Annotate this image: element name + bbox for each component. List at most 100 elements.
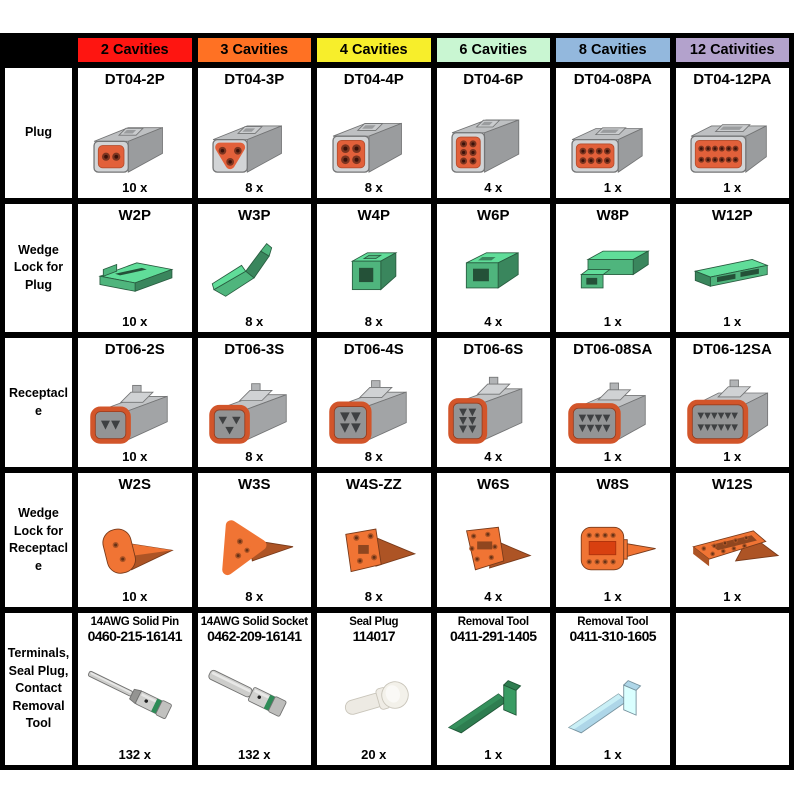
part-name: W12S <box>711 476 753 493</box>
part-name: DT04-6P <box>463 71 524 88</box>
row-label: Terminals, Seal Plug, Contact Removal To… <box>5 613 72 765</box>
recept-12-icon <box>687 379 769 444</box>
wedgep-8-icon <box>579 249 650 288</box>
wedgep-2-image <box>80 224 190 314</box>
seal-image <box>319 645 429 747</box>
part-cell: W3P 8 x <box>197 204 311 332</box>
part-quantity: 132 x <box>237 747 271 762</box>
socket-icon <box>208 670 287 717</box>
part-quantity: 4 x <box>484 180 503 195</box>
table-corner-cell <box>5 38 72 62</box>
part-quantity: 10 x <box>122 449 148 464</box>
part-name: W8P <box>596 207 629 224</box>
part-name: DT06-3S <box>224 341 285 358</box>
column-header: 3 Cavities <box>197 38 311 62</box>
plug-8-image <box>558 88 668 180</box>
column-header: 2 Cavities <box>78 38 192 62</box>
part-code: 0462-209-16141 <box>207 628 302 645</box>
part-cell: W3S 8 x <box>197 473 311 607</box>
part-quantity: 8 x <box>245 180 264 195</box>
part-cell: W8P 1 x <box>556 204 670 332</box>
part-quantity: 4 x <box>484 589 503 604</box>
row-label: Wedge Lock for Plug <box>5 204 72 332</box>
part-quantity: 8 x <box>364 180 383 195</box>
part-quantity: 10 x <box>122 314 148 329</box>
plug-12-icon <box>690 123 767 173</box>
tool-blue-image <box>558 645 668 747</box>
wedges-8-image <box>558 493 668 589</box>
part-quantity: 1 x <box>603 589 622 604</box>
empty-cell <box>675 613 789 765</box>
part-name: 14AWG Solid Pin <box>90 616 179 628</box>
wedgep-3-image <box>200 224 310 314</box>
plug-6-image <box>439 88 549 180</box>
plug-2-icon <box>93 126 163 173</box>
part-name: Removal Tool <box>457 616 529 628</box>
wedges-4-image <box>319 493 429 589</box>
column-header: 6 Cavities <box>436 38 550 62</box>
wedges-2-icon <box>102 528 174 574</box>
column-header: 12 Cativities <box>675 38 789 62</box>
part-quantity: 1 x <box>484 747 503 762</box>
wedgep-12-image <box>678 224 788 314</box>
part-code: 114017 <box>352 628 396 645</box>
part-cell: W8S 1 x <box>556 473 670 607</box>
part-name: DT04-2P <box>104 71 165 88</box>
wedges-2-image <box>80 493 190 589</box>
wedges-12-icon <box>692 530 780 566</box>
part-quantity: 8 x <box>364 589 383 604</box>
wedgep-12-icon <box>693 258 769 287</box>
part-quantity: 1 x <box>603 449 622 464</box>
plug-12-image <box>678 88 788 180</box>
part-code: 0411-291-1405 <box>450 628 537 645</box>
plug-4-image <box>319 88 429 180</box>
part-name: W2S <box>118 476 151 493</box>
part-quantity: 10 x <box>122 180 148 195</box>
part-name: DT04-08PA <box>573 71 652 88</box>
part-quantity: 1 x <box>723 589 742 604</box>
part-quantity: 1 x <box>723 314 742 329</box>
part-cell: DT06-2S 10 x <box>78 338 192 467</box>
plug-6-icon <box>451 118 520 173</box>
part-name: W12P <box>711 207 753 224</box>
row-label: Plug <box>5 68 72 198</box>
part-cell: W12S 1 x <box>675 473 789 607</box>
part-name: 14AWG Solid Socket <box>200 616 308 628</box>
wedgep-8-image <box>558 224 668 314</box>
part-quantity: 4 x <box>484 314 503 329</box>
part-quantity: 20 x <box>361 747 387 762</box>
wedges-4-icon <box>344 528 416 572</box>
part-quantity: 8 x <box>245 314 264 329</box>
part-name: W4S-ZZ <box>345 476 402 493</box>
recept-8-icon <box>567 382 646 444</box>
seal-icon <box>344 681 409 715</box>
part-name: DT06-2S <box>104 341 165 358</box>
row-label: Receptacle <box>5 338 72 467</box>
part-quantity: 132 x <box>118 747 152 762</box>
part-name: W4P <box>357 207 390 224</box>
wedges-3-image <box>200 493 310 589</box>
wedges-6-icon <box>466 526 532 571</box>
wedges-12-image <box>678 493 788 589</box>
pin-icon <box>87 671 172 720</box>
wedgep-6-icon <box>466 251 519 289</box>
part-name: W6S <box>476 476 510 493</box>
part-name: W8S <box>596 476 629 493</box>
part-quantity: 1 x <box>723 180 742 195</box>
part-cell: W2P 10 x <box>78 204 192 332</box>
tool-blue-icon <box>567 680 641 734</box>
part-cell: DT04-2P 10 x <box>78 68 192 198</box>
part-name: W3S <box>237 476 271 493</box>
